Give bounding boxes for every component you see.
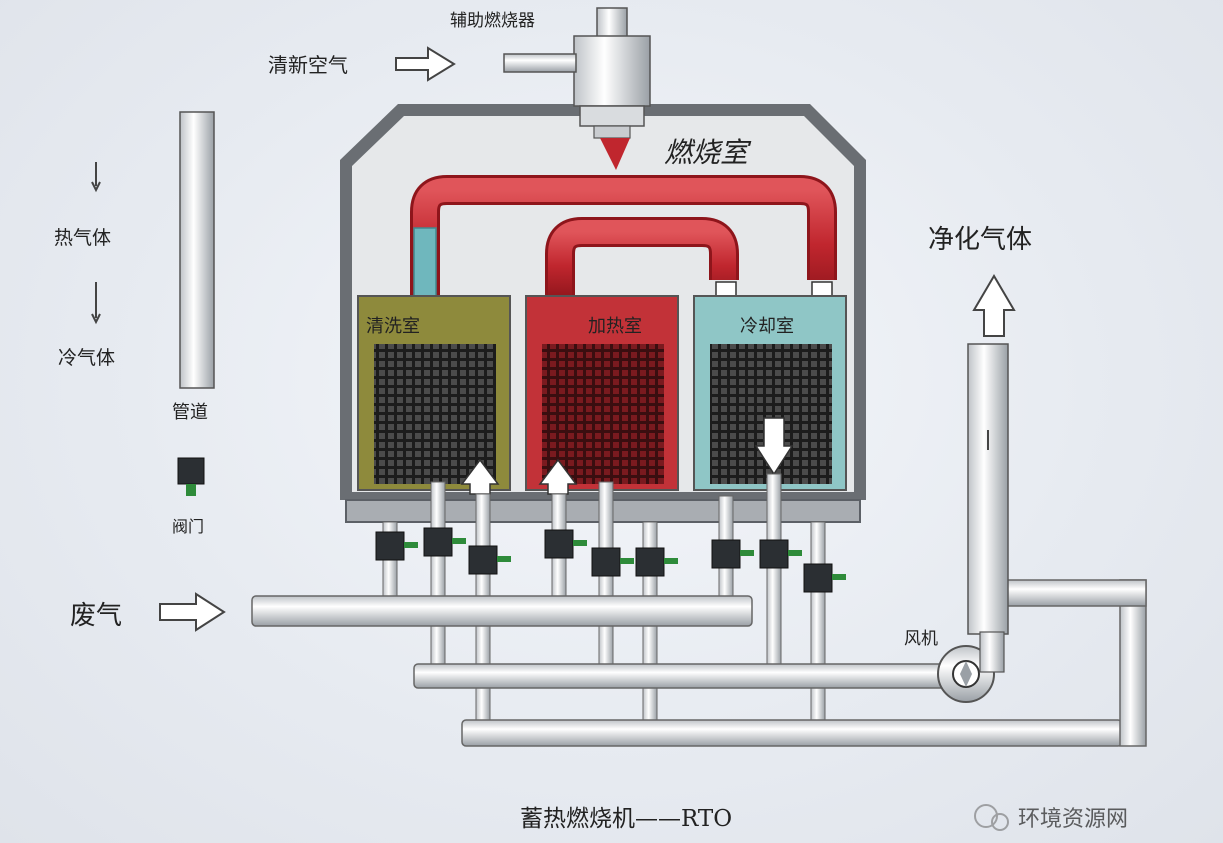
right-return-duct [1119,579,1147,747]
label-fresh-air: 清新空气 [268,53,348,77]
label-clean-gas: 净化气体 [928,225,1032,255]
up-arrow-icon [460,458,500,495]
fresh-air-inlet-pipe [503,53,577,73]
label-heating-chamber: 加热室 [588,316,642,337]
label-cooling-chamber: 冷却室 [740,316,794,337]
cold-gas-arrow-icon [91,282,101,325]
burner-flame [600,138,630,170]
burner-body [573,35,651,107]
label-fan: 风机 [904,629,938,649]
label-hot-gas: 热气体 [54,227,111,249]
label-waste-gas: 废气 [70,601,122,631]
valves [375,527,846,593]
label-pipe: 管道 [172,402,208,423]
stack-connector [979,631,1005,673]
waste-gas-duct [251,595,753,627]
bottom-return-duct [461,719,1123,747]
stack-up-arrow-icon [972,274,1016,337]
legend-valve [177,457,205,485]
hot-gas-arrow-icon [91,162,101,193]
heating-chamber-media [542,344,664,484]
watermark-logo [974,804,1009,831]
burner-nozzle [579,105,645,127]
waste-gas-arrow-icon [159,592,226,632]
fresh-air-arrow-icon [395,46,456,82]
label-cold-gas: 冷气体 [58,347,115,369]
top-return-duct [989,579,1147,607]
exhaust-stack [967,343,1009,635]
label-aux-burner: 辅助燃烧器 [450,11,535,31]
caption: 蓄热燃烧机——RTO [520,806,732,832]
middle-duct [413,663,955,689]
label-combustion-chamber: 燃烧室 [664,136,752,169]
down-arrow-icon [754,417,794,476]
label-purge-chamber: 清洗室 [366,316,420,337]
burner-nozzle-tip [593,125,631,139]
burner-stack [596,7,628,39]
purge-chamber-media [374,344,496,484]
watermark-text: 环境资源网 [1018,807,1128,832]
up-arrow-icon [538,458,578,495]
legend-pipe [179,111,215,389]
label-valve: 阀门 [172,517,204,536]
